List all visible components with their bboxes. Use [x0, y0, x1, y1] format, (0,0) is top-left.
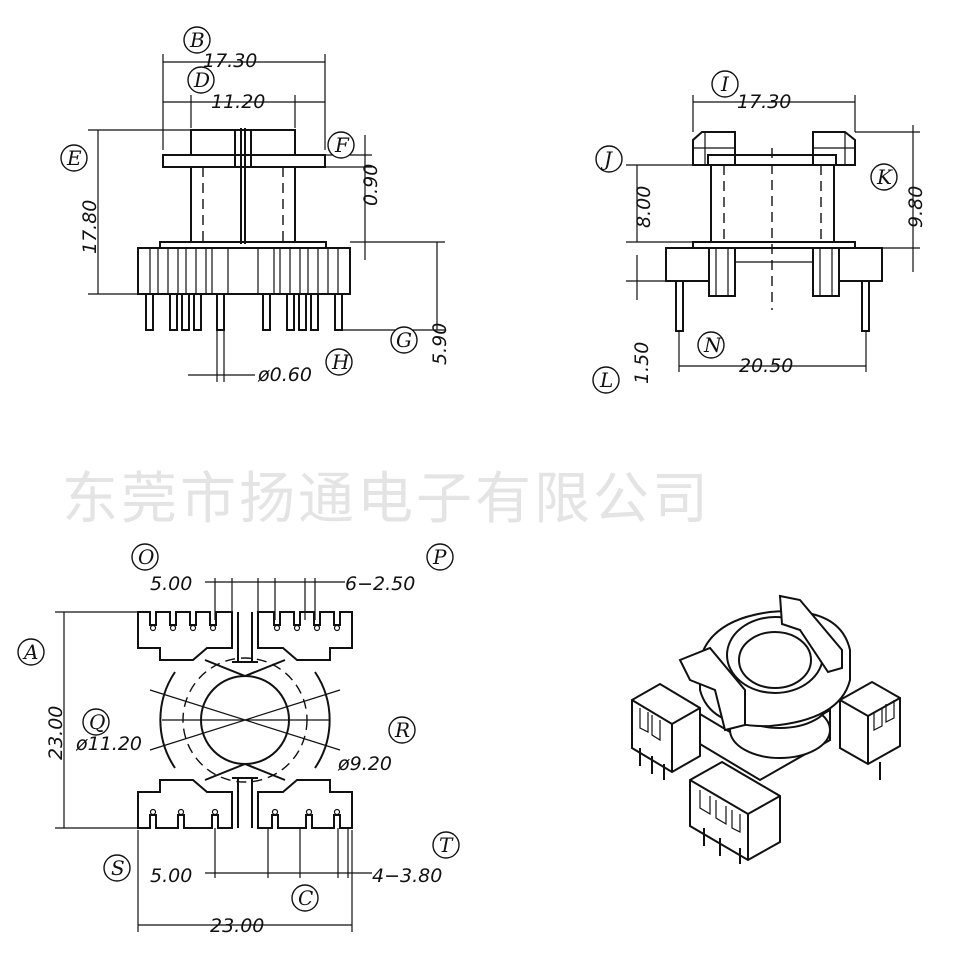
label-t: T — [439, 833, 454, 857]
dim-top-slots: 6−2.50 — [345, 573, 415, 595]
dim-side-width-base: 20.50 — [739, 355, 793, 377]
dim-bottom-pitch: 5.00 — [150, 865, 192, 887]
bottom-flange-left — [137, 779, 233, 829]
dim-front-height: 17.80 — [79, 200, 101, 254]
label-k: K — [876, 165, 893, 189]
top-view: 5.00 6−2.50 23.00 ø11.20 ø9.20 5.00 4−3.… — [17, 543, 460, 937]
bottom-flange-right — [257, 779, 353, 829]
front-view: 17.30 11.20 17.80 0.90 5.90 ø0.60 B D E … — [60, 26, 451, 386]
label-l: L — [599, 368, 613, 392]
dim-inner-dia: ø9.20 — [337, 753, 392, 775]
dim-front-flange: 0.90 — [360, 164, 382, 206]
dim-side-offset: 1.50 — [631, 342, 653, 384]
top-flange-left — [137, 611, 233, 661]
label-j: J — [600, 147, 613, 171]
side-view: 17.30 8.00 9.80 1.50 20.50 I J K L N — [592, 70, 927, 394]
label-p: P — [432, 545, 447, 569]
dim-side-gap: 8.00 — [633, 186, 655, 228]
isometric-view — [631, 594, 901, 864]
dim-top-width: 23.00 — [210, 915, 264, 937]
dim-top-height: 23.00 — [45, 706, 67, 760]
front-base — [137, 247, 351, 295]
label-q: Q — [89, 710, 105, 734]
dim-front-pin-dia: ø0.60 — [257, 364, 312, 386]
label-o: O — [138, 545, 154, 569]
dim-side-width-top: 17.30 — [737, 91, 791, 113]
front-core-top — [190, 129, 296, 156]
outer-arc-left — [159, 671, 176, 769]
label-e: E — [66, 146, 82, 170]
label-b: B — [189, 28, 205, 52]
label-a: A — [22, 640, 38, 664]
label-i: I — [720, 72, 730, 96]
label-r: R — [394, 718, 410, 742]
side-top-clip-right — [812, 131, 856, 166]
dim-side-height: 9.80 — [905, 186, 927, 228]
label-s: S — [111, 856, 125, 880]
dim-front-pin-length: 5.90 — [429, 323, 451, 365]
label-f: F — [334, 133, 350, 157]
label-c: C — [298, 886, 313, 910]
label-h: H — [331, 350, 350, 374]
top-flange-right — [257, 611, 353, 661]
label-d: D — [193, 68, 210, 92]
dim-front-width-inner: 11.20 — [211, 91, 265, 113]
watermark: 东莞市扬通电子有限公司 — [62, 467, 711, 532]
dim-bottom-slots: 4−3.80 — [372, 865, 442, 887]
dim-front-width-total: 17.30 — [203, 50, 257, 72]
dim-outer-dia: ø11.20 — [75, 733, 142, 755]
dim-top-pitch: 5.00 — [150, 573, 192, 595]
label-g: G — [396, 328, 412, 352]
label-n: N — [703, 333, 723, 357]
